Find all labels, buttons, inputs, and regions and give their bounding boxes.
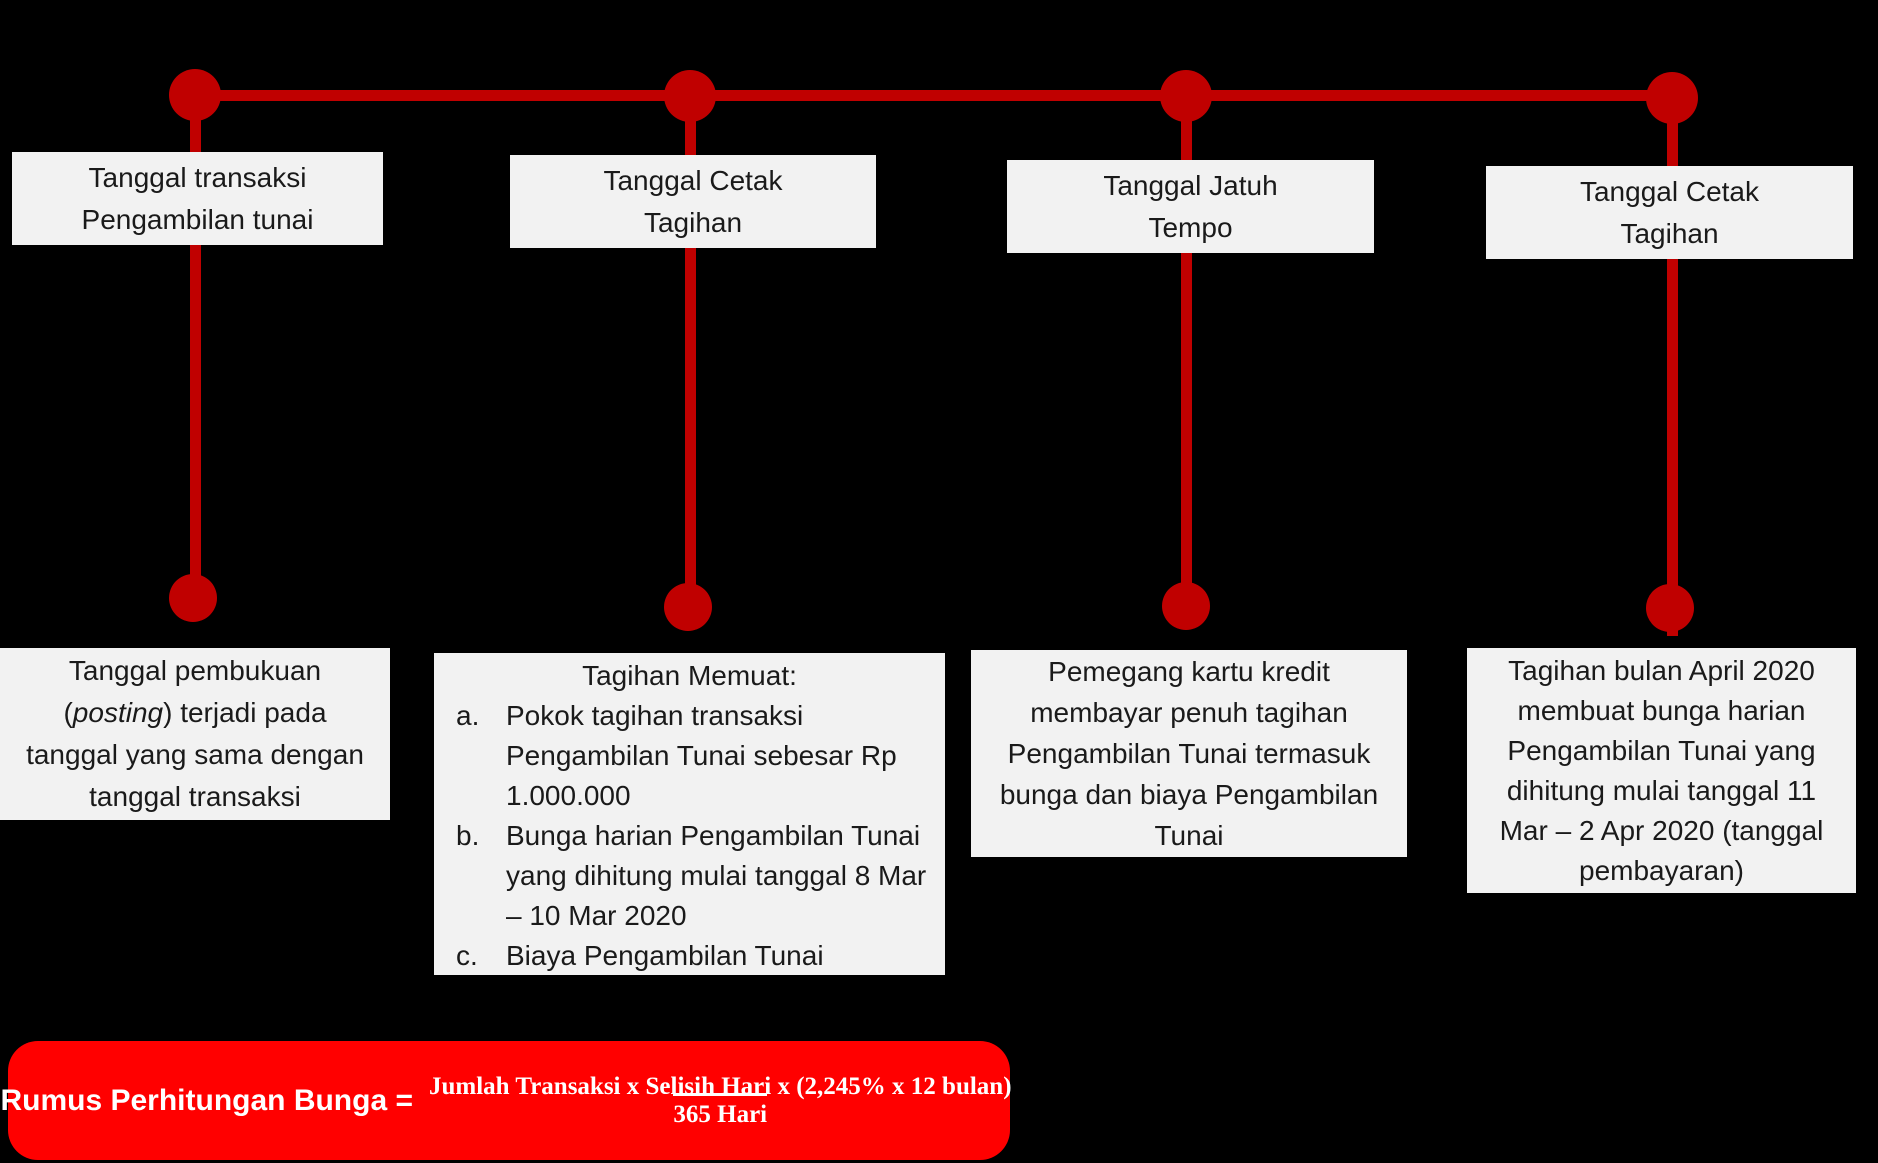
- detail-line: tanggal yang sama dengan: [26, 739, 364, 770]
- timeline-node-bottom-3: [1162, 582, 1210, 630]
- list-item-marker: c.: [456, 940, 478, 971]
- list-item: a. Pokok tagihan transaksi Pengambilan T…: [434, 696, 945, 816]
- timeline-node-top-3: [1160, 70, 1212, 122]
- detail-box-statement-contents: Tagihan Memuat: a. Pokok tagihan transak…: [434, 653, 945, 975]
- detail-line: Mar – 2 Apr 2020 (tanggal: [1499, 814, 1824, 846]
- list-item-text: Bunga harian Pengambilan Tunai yang dihi…: [506, 820, 927, 931]
- posting-italic-word: posting: [72, 697, 164, 728]
- statement-contents-list: a. Pokok tagihan transaksi Pengambilan T…: [434, 696, 945, 976]
- timeline-node-bottom-2: [664, 583, 712, 631]
- formula-fraction: Jumlah Transaksi x Selisih Hari x (2,245…: [423, 1073, 1018, 1129]
- detail-line: tanggal transaksi: [89, 781, 301, 812]
- event-label-line: Tagihan: [1620, 217, 1719, 249]
- formula-label: Rumus Perhitungan Bunga =: [0, 1083, 413, 1117]
- event-label-due-date: Tanggal Jatuh Tempo: [1007, 160, 1374, 253]
- timeline-node-top-1: [169, 69, 221, 121]
- detail-line: Pengambilan Tunai termasuk: [1007, 738, 1371, 769]
- detail-box-full-payment: Pemegang kartu kredit membayar penuh tag…: [971, 650, 1407, 857]
- list-item-marker: b.: [456, 820, 480, 851]
- detail-line: Pengambilan Tunai yang: [1507, 734, 1816, 766]
- timeline-node-bottom-4: [1646, 584, 1694, 632]
- detail-line: Pemegang kartu kredit: [1048, 656, 1330, 687]
- detail-line: Tunai: [1154, 820, 1224, 851]
- list-item-marker: a.: [456, 700, 480, 731]
- detail-line: membayar penuh tagihan: [1030, 697, 1348, 728]
- event-label-line: Tagihan: [643, 206, 743, 238]
- timeline-vertical-line-4: [1667, 95, 1678, 636]
- event-label-line: Tanggal Jatuh: [1103, 169, 1278, 201]
- detail-box-april-statement: Tagihan bulan April 2020 membuat bunga h…: [1467, 648, 1856, 893]
- detail-box-posting-date: Tanggal pembukuan (posting) terjadi pada…: [0, 648, 390, 820]
- list-item-text: Biaya Pengambilan Tunai: [506, 940, 824, 971]
- event-label-statement-print-date-1: Tanggal Cetak Tagihan: [510, 155, 876, 248]
- detail-line: membuat bunga harian: [1517, 694, 1806, 726]
- timeline-node-top-2: [664, 70, 716, 122]
- timeline-vertical-line-2: [685, 95, 696, 609]
- formula-numerator: Jumlah Transaksi x Selisih Hari x (2,245…: [429, 1072, 1012, 1100]
- statement-contents-title: Tagihan Memuat:: [582, 660, 797, 691]
- detail-line: pembayaran): [1579, 854, 1744, 886]
- timeline-node-top-4: [1646, 72, 1698, 124]
- detail-line: Tagihan bulan April 2020: [1508, 654, 1815, 686]
- event-label-line: Pengambilan tunai: [81, 203, 314, 235]
- event-label-line: Tanggal Cetak: [1579, 175, 1759, 207]
- event-label-line: Tempo: [1148, 211, 1233, 243]
- detail-line: Tanggal pembukuan: [68, 655, 322, 686]
- event-label-statement-print-date-2: Tanggal Cetak Tagihan: [1486, 166, 1853, 259]
- event-label-transaction-date: Tanggal transaksi Pengambilan tunai: [12, 152, 383, 245]
- timeline-vertical-line-1: [190, 95, 201, 600]
- timeline-node-bottom-1: [169, 574, 217, 622]
- event-label-line: Tanggal transaksi: [88, 161, 307, 193]
- detail-line: bunga dan biaya Pengambilan: [999, 779, 1379, 810]
- list-item: b. Bunga harian Pengambilan Tunai yang d…: [434, 816, 945, 936]
- detail-line: (posting) terjadi pada: [63, 697, 327, 728]
- formula-denominator: 365 Hari: [673, 1092, 768, 1128]
- timeline-horizontal-line: [195, 90, 1672, 101]
- event-label-line: Tanggal Cetak: [603, 164, 783, 196]
- list-item-text: Pokok tagihan transaksi Pengambilan Tuna…: [506, 700, 897, 811]
- timeline-vertical-line-3: [1181, 95, 1192, 608]
- interest-formula-box: Rumus Perhitungan Bunga = Jumlah Transak…: [0, 1041, 1012, 1160]
- detail-line: dihitung mulai tanggal 11: [1506, 774, 1817, 806]
- list-item: c. Biaya Pengambilan Tunai: [434, 936, 945, 976]
